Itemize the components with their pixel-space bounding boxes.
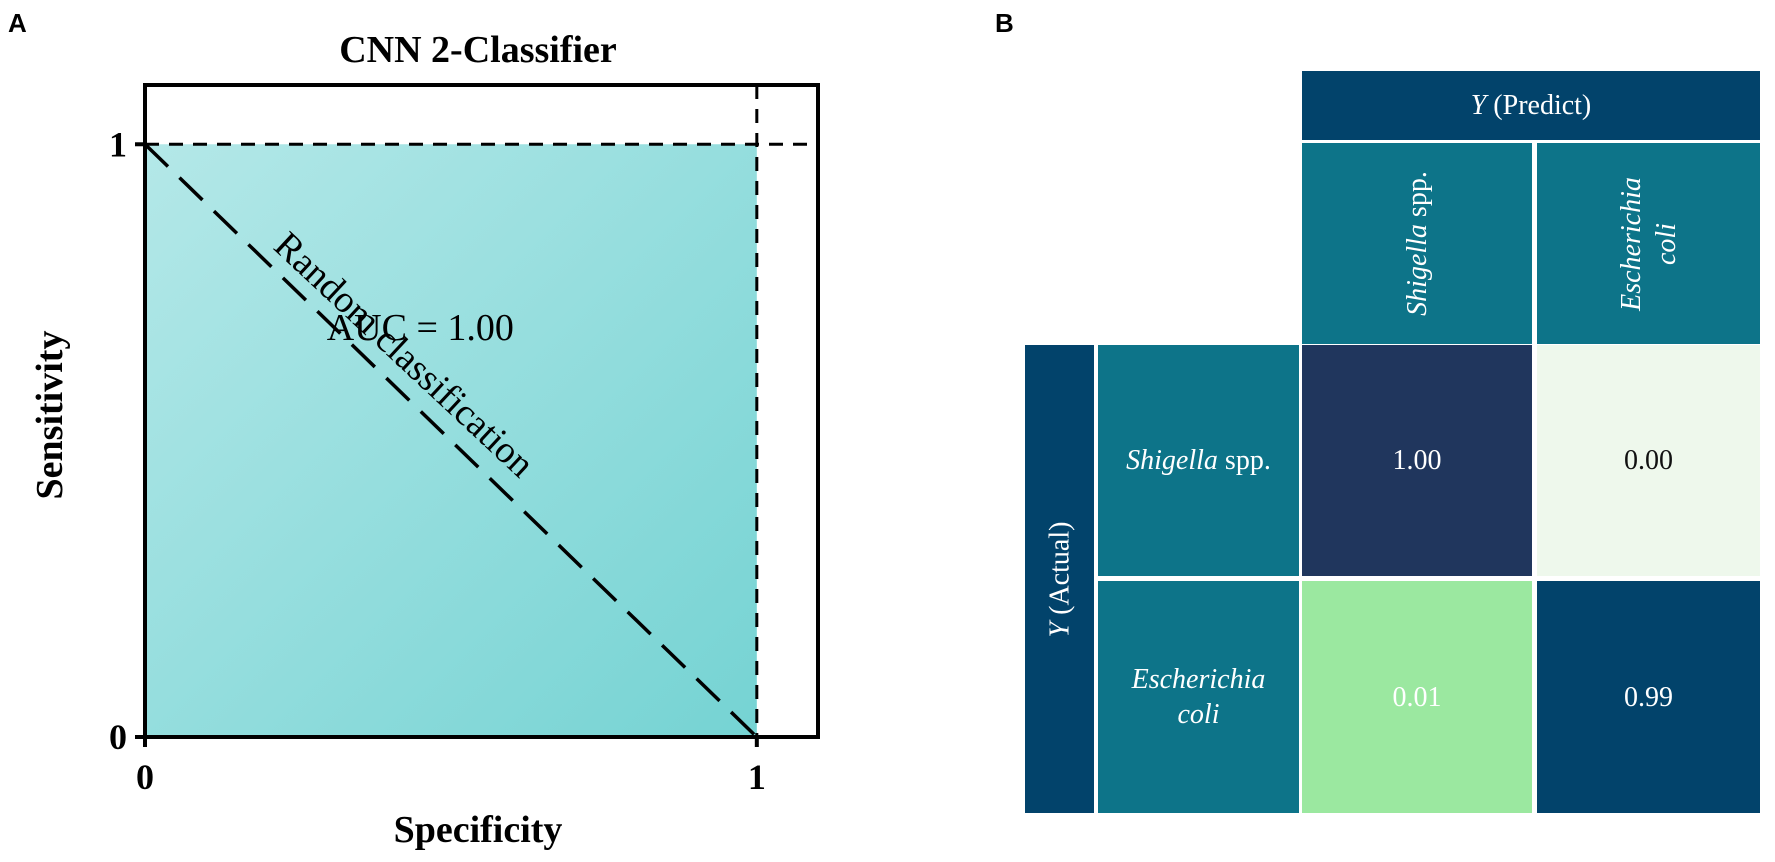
row-header-shigella-italic: Shigella xyxy=(1126,445,1218,476)
predict-axis-text: (Predict) xyxy=(1486,90,1592,121)
roc-chart-title: CNN 2-Classifier xyxy=(339,29,617,71)
col-header-escherichia-italic: Escherichia coli xyxy=(1615,176,1682,311)
actual-axis-text: (Actual) xyxy=(1044,521,1075,622)
row-header-shigella: Shigella spp. xyxy=(1098,345,1299,576)
x-tick-label: 0 xyxy=(136,757,154,797)
panel-a-label: A xyxy=(8,8,27,38)
row-header-escherichia-italic: Escherichia coli xyxy=(1131,664,1266,730)
actual-axis-var: Y xyxy=(1044,621,1075,637)
predict-axis-var: Y xyxy=(1470,90,1487,121)
col-header-escherichia: Escherichia coli xyxy=(1537,143,1760,344)
matrix-cell: 0.01 xyxy=(1302,581,1532,813)
col-header-shigella-rest: spp. xyxy=(1401,171,1433,225)
matrix-cell: 0.99 xyxy=(1537,581,1760,813)
plot-frame xyxy=(143,83,820,739)
y-tick-label: 1 xyxy=(109,124,127,164)
actual-axis-title: Y (Actual) xyxy=(1025,345,1094,813)
matrix-cell: 1.00 xyxy=(1302,345,1532,576)
roc-y-axis-label: Sensitivity xyxy=(29,331,71,500)
predict-axis-title: Y (Predict) xyxy=(1302,71,1760,140)
matrix-cell: 0.00 xyxy=(1537,345,1760,576)
y-tick-label: 0 xyxy=(109,717,127,757)
auc-annotation: AUC = 1.00 xyxy=(327,307,514,349)
roc-x-axis-label: Specificity xyxy=(394,809,563,851)
row-header-shigella-rest: spp. xyxy=(1217,445,1271,476)
panel-b-label: B xyxy=(995,8,1014,38)
col-header-shigella: Shigella spp. xyxy=(1302,143,1532,344)
x-tick-label: 1 xyxy=(748,757,766,797)
col-header-shigella-italic: Shigella xyxy=(1401,224,1433,316)
row-header-escherichia: Escherichia coli xyxy=(1098,581,1299,813)
